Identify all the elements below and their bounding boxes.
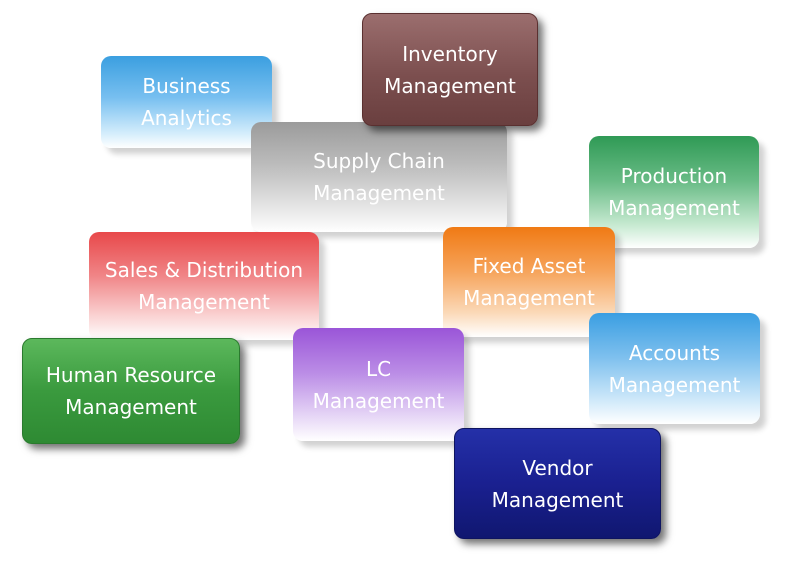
supply-chain-management-tile[interactable]: Supply Chain Management [251, 122, 507, 232]
business-analytics-line1: Business [142, 74, 231, 98]
accounts-line2: Management [608, 372, 741, 397]
inventory-line1: Inventory [402, 41, 498, 66]
production-line1: Production [620, 164, 728, 188]
sales-distribution-management-tile[interactable]: Sales & Distribution Management [89, 232, 319, 340]
supply-chain-line1: Supply Chain [313, 149, 445, 173]
human-resource-management-tile[interactable]: Human Resource Management [22, 338, 240, 444]
hr-line2: Management [65, 395, 197, 419]
production-management-tile[interactable]: Production Management [589, 136, 759, 248]
lc-management-tile[interactable]: LC Management [293, 328, 464, 441]
business-analytics-line2: Analytics [141, 106, 232, 130]
vendor-line1: Vendor [522, 455, 593, 480]
inventory-management-tile[interactable]: Inventory Management [362, 13, 538, 126]
accounts-line1: Accounts [628, 340, 721, 365]
vendor-management-tile[interactable]: Vendor Management [454, 428, 661, 539]
fixed-asset-line1: Fixed Asset [472, 254, 586, 278]
accounts-management-tile[interactable]: Accounts Management [589, 313, 760, 424]
sales-line1: Sales & Distribution [104, 258, 304, 282]
business-analytics-tile[interactable]: Business Analytics [101, 56, 272, 148]
lc-line2: Management [312, 388, 445, 413]
supply-chain-line2: Management [313, 181, 445, 205]
vendor-line2: Management [491, 487, 624, 512]
lc-line1: LC [365, 356, 392, 381]
inventory-line2: Management [384, 73, 516, 98]
fixed-asset-management-tile[interactable]: Fixed Asset Management [443, 227, 615, 337]
sales-line2: Management [138, 290, 270, 314]
hr-line1: Human Resource [45, 363, 217, 387]
production-line2: Management [608, 196, 740, 220]
fixed-asset-line2: Management [463, 286, 595, 310]
